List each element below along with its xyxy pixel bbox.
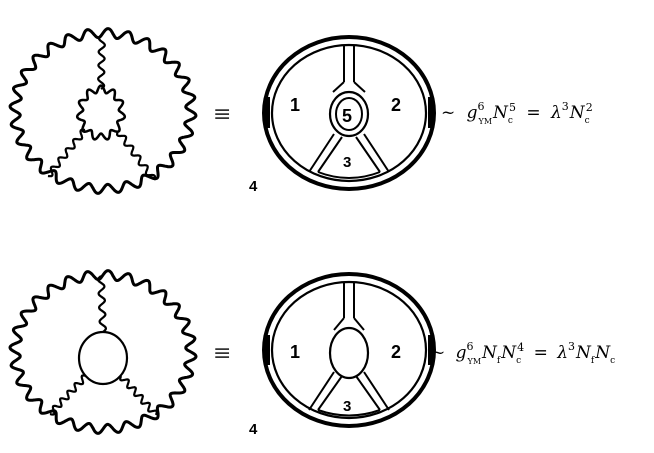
outer-gluon-circle bbox=[8, 27, 198, 195]
spoke-right-outer bbox=[363, 371, 390, 411]
gluon-propagator-right bbox=[119, 375, 158, 416]
region-label-1: 1 bbox=[290, 95, 300, 115]
gluon-propagator-top bbox=[97, 275, 107, 333]
spoke-left-outer bbox=[308, 133, 335, 173]
spoke-right-inner bbox=[355, 136, 381, 173]
spoke-top-cap-left bbox=[332, 81, 345, 93]
spoke-top-cap-right bbox=[353, 81, 366, 93]
outer-gluon-circle bbox=[8, 269, 198, 435]
feynman-diagram-quark-loop bbox=[8, 269, 198, 435]
spoke-right-inner bbox=[355, 375, 381, 411]
outer-ring-inner bbox=[270, 43, 428, 183]
gluon-propagator-left bbox=[49, 374, 87, 416]
region-3-bottom-arc bbox=[317, 171, 381, 179]
inner-loop-outer bbox=[328, 90, 370, 138]
feynman-diagram-gluon-loop bbox=[8, 27, 198, 195]
spoke-left-outer bbox=[308, 371, 335, 411]
spoke-left-inner bbox=[317, 136, 343, 173]
region-label-4: 4 bbox=[249, 178, 258, 195]
region-3-bottom-arc bbox=[317, 409, 381, 417]
double-line-diagram bbox=[262, 35, 436, 191]
spoke-top-cap-left bbox=[333, 317, 345, 331]
spoke-right-outer bbox=[363, 133, 390, 173]
double-line-diagram bbox=[262, 272, 436, 428]
region-label-3: 3 bbox=[343, 398, 351, 415]
outer-ring-outer bbox=[262, 272, 436, 428]
region-label-3: 3 bbox=[343, 154, 351, 171]
gluon-propagator-left bbox=[47, 128, 86, 178]
spoke-left-inner bbox=[317, 375, 343, 411]
row-1: ≡ 1 2 5 3 4 ~ bbox=[8, 27, 593, 195]
region-label-2: 2 bbox=[391, 95, 401, 115]
region-label-4: 4 bbox=[249, 421, 258, 438]
inner-loop-inner bbox=[335, 97, 363, 131]
outer-ring-outer bbox=[262, 35, 436, 191]
quark-loop-single bbox=[328, 326, 370, 380]
region-label-5: 5 bbox=[342, 106, 352, 126]
region-label-2: 2 bbox=[391, 342, 401, 362]
equivalence-symbol: ≡ bbox=[213, 341, 231, 366]
equivalence-symbol: ≡ bbox=[213, 102, 231, 127]
gluon-propagator-right bbox=[116, 130, 156, 181]
outer-ring-inner bbox=[270, 280, 428, 420]
region-label-1: 1 bbox=[290, 342, 300, 362]
gluon-propagator-top bbox=[97, 34, 106, 90]
inner-gluon-loop bbox=[75, 84, 127, 141]
spoke-top-cap-right bbox=[353, 317, 365, 331]
